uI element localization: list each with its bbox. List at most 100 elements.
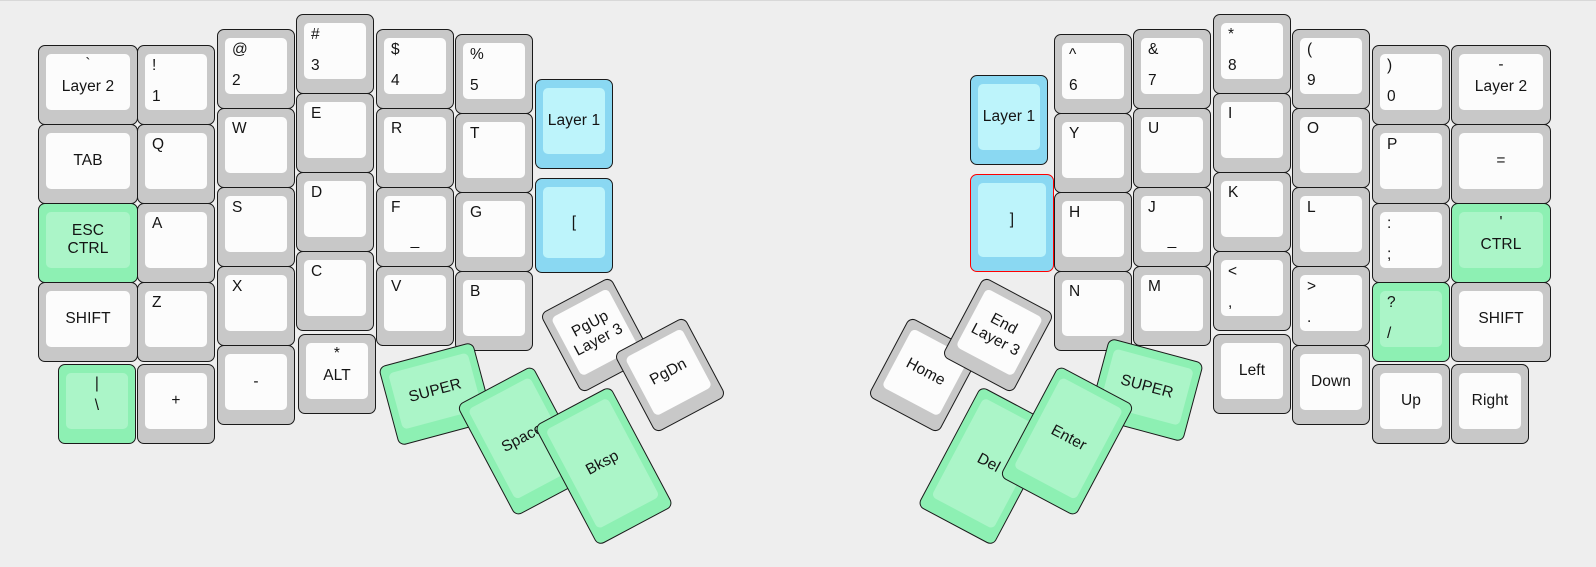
key-left[interactable]: Left	[1213, 334, 1291, 414]
key-right[interactable]: Right	[1451, 364, 1529, 444]
key-legend: 5	[470, 77, 479, 95]
key-bracket-right[interactable]: ]	[970, 174, 1054, 272]
key-legend: Home	[903, 354, 949, 390]
key-y[interactable]: Y	[1054, 113, 1132, 193]
key-equals[interactable]: =	[1451, 124, 1551, 204]
keycap-face: @2	[225, 38, 287, 94]
key-legend: End Layer 3	[968, 310, 1023, 360]
key-c[interactable]: C	[296, 251, 374, 331]
key-z[interactable]: Z	[137, 282, 215, 362]
key-w[interactable]: W	[217, 108, 295, 188]
key-legend: K	[1228, 184, 1239, 201]
key-semicolon[interactable]: :;	[1372, 203, 1450, 283]
key-pipe-backslash[interactable]: |\	[58, 364, 136, 444]
keycap-face: Bksp	[545, 397, 660, 530]
key-d[interactable]: D	[296, 172, 374, 252]
key-legend: 8	[1228, 57, 1237, 75]
key-1-bang[interactable]: !1	[137, 45, 215, 125]
key-shift-left[interactable]: SHIFT	[38, 282, 138, 362]
key-period[interactable]: >.	[1292, 266, 1370, 346]
key-up[interactable]: Up	[1372, 364, 1450, 444]
keycap-face: !1	[145, 54, 207, 110]
key-h[interactable]: H	[1054, 192, 1132, 272]
key-l[interactable]: L	[1292, 187, 1370, 267]
key-5-percent[interactable]: %5	[455, 34, 533, 114]
key-shift-right[interactable]: SHIFT	[1451, 282, 1551, 362]
key-legend: -	[253, 373, 259, 391]
key-s[interactable]: S	[217, 187, 295, 267]
keycap-face: C	[304, 260, 366, 316]
keycap-face: Enter	[1013, 376, 1124, 500]
keycap-face: ?/	[1380, 291, 1442, 347]
key-legend: 7	[1148, 72, 1157, 90]
key-6-caret[interactable]: ^6	[1054, 34, 1132, 114]
key-k[interactable]: K	[1213, 172, 1291, 252]
key-x[interactable]: X	[217, 266, 295, 346]
key-layer2-minus[interactable]: -Layer 2	[1451, 45, 1551, 125]
shifted-legend: <	[1228, 263, 1238, 280]
keycap-face: =	[1459, 133, 1543, 189]
key-u[interactable]: U	[1133, 108, 1211, 188]
key-comma[interactable]: <,	[1213, 251, 1291, 331]
shifted-legend: :	[1387, 215, 1392, 232]
key-3-hash[interactable]: #3	[296, 14, 374, 94]
key-q[interactable]: Q	[137, 124, 215, 204]
key-legend: \	[94, 397, 100, 415]
keycap-face: Right	[1459, 373, 1521, 429]
keycap-face: U	[1141, 117, 1203, 173]
key-p[interactable]: P	[1372, 124, 1450, 204]
key-legend: D	[311, 184, 323, 201]
keycap-face: T	[463, 122, 525, 178]
key-v[interactable]: V	[376, 266, 454, 346]
key-a[interactable]: A	[137, 203, 215, 283]
key-legend: TAB	[73, 152, 103, 170]
key-legend: V	[391, 278, 402, 295]
keycap-face: SHIFT	[1459, 291, 1543, 347]
key-7-amp[interactable]: &7	[1133, 29, 1211, 109]
keycap-face: &7	[1141, 38, 1203, 94]
key-2-at[interactable]: @2	[217, 29, 295, 109]
key-esc-ctrl[interactable]: ESC CTRL	[38, 203, 138, 283]
keycap-face: ESC CTRL	[46, 212, 130, 268]
key-tab[interactable]: TAB	[38, 124, 138, 204]
shifted-legend: %	[470, 46, 484, 63]
key-4-dollar[interactable]: $4	[376, 29, 454, 109]
key-o[interactable]: O	[1292, 108, 1370, 188]
key-t[interactable]: T	[455, 113, 533, 193]
key-legend: C	[311, 263, 323, 280]
key-quote-ctrl[interactable]: 'CTRL	[1451, 203, 1551, 283]
key-bracket-left[interactable]: [	[535, 178, 613, 273]
keycap-face: R	[384, 117, 446, 173]
key-j[interactable]: J_	[1133, 187, 1211, 267]
key-legend: /	[1387, 325, 1392, 343]
keycap-face: :;	[1380, 212, 1442, 268]
key-b[interactable]: B	[455, 271, 533, 351]
key-f[interactable]: F_	[376, 187, 454, 267]
key-layer2-grave[interactable]: `Layer 2	[38, 45, 138, 125]
keycap-face: )0	[1380, 54, 1442, 110]
shifted-legend: '	[1499, 214, 1503, 231]
key-i[interactable]: I	[1213, 93, 1291, 173]
keycap-face: A	[145, 212, 207, 268]
key-m[interactable]: M	[1133, 266, 1211, 346]
keycap-face: SHIFT	[46, 291, 130, 347]
keycap-face: Layer 1	[978, 84, 1040, 150]
key-minus[interactable]: -	[217, 345, 295, 425]
key-legend: ,	[1228, 294, 1233, 312]
key-g[interactable]: G	[455, 192, 533, 272]
key-layer1-right[interactable]: Layer 1	[970, 75, 1048, 165]
key-9-paren[interactable]: (9	[1292, 29, 1370, 109]
shifted-legend: >	[1307, 278, 1317, 295]
key-e[interactable]: E	[296, 93, 374, 173]
key-down[interactable]: Down	[1292, 345, 1370, 425]
key-0-cparen[interactable]: )0	[1372, 45, 1450, 125]
key-plus[interactable]: +	[137, 364, 215, 444]
key-legend: 1	[152, 88, 161, 106]
key-alt[interactable]: *ALT	[298, 334, 376, 414]
key-8-star[interactable]: *8	[1213, 14, 1291, 94]
key-r[interactable]: R	[376, 108, 454, 188]
key-slash[interactable]: ?/	[1372, 282, 1450, 362]
key-n[interactable]: N	[1054, 271, 1132, 351]
key-layer1-left[interactable]: Layer 1	[535, 79, 613, 169]
key-legend: M	[1148, 278, 1162, 295]
